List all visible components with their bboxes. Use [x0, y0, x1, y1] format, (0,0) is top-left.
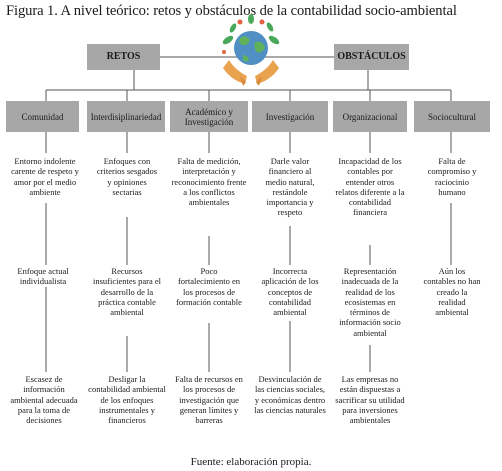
category-box-academico: Académico y Investigación: [170, 101, 248, 132]
list-item: Desligar la contabilidad ambiental de lo…: [88, 374, 166, 426]
obstaculos-box: OBSTÁCULOS: [334, 44, 409, 70]
list-item: Las empresas no están dispuestas a sacri…: [335, 374, 405, 426]
list-item: Aún los contables no han creado la reali…: [423, 266, 481, 318]
list-item: Enfoques con criterios sesgados y opinio…: [96, 156, 158, 197]
list-item: Recursos insuficientes para el desarroll…: [93, 266, 161, 318]
list-item: Enfoque actual individualista: [17, 266, 69, 287]
list-item: Falta de compromiso y raciocinio humano: [427, 156, 477, 197]
globe-hands-icon: [222, 14, 280, 86]
list-item: Representación inadecuada de la realidad…: [339, 266, 401, 338]
list-item: Darle valor financiero al medio natural,…: [265, 156, 315, 218]
retos-box: RETOS: [87, 44, 160, 70]
list-item: Incorrecta aplicación de los conceptos d…: [261, 266, 319, 318]
category-box-organizacional: Organizacional: [333, 101, 407, 132]
list-item: Falta de recursos en los procesos de inv…: [175, 374, 243, 426]
list-item: Desvinculación de las ciencias sociales,…: [254, 374, 326, 415]
category-box-investigacion: Investigación: [252, 101, 328, 132]
figure-title: Figura 1. A nivel teórico: retos y obstá…: [6, 3, 457, 19]
list-item: Incapacidad de los contables por entende…: [335, 156, 405, 218]
category-box-sociocultural: Sociocultural: [414, 101, 490, 132]
figure-source: Fuente: elaboración propia.: [190, 456, 312, 468]
list-item: Entorno indolente carente de respeto y a…: [11, 156, 79, 197]
list-item: Escasez de información ambiental adecuad…: [10, 374, 78, 426]
list-item: Poco fortalecimiento en los procesos de …: [176, 266, 242, 307]
category-box-interdisciplinariedad: Interdisiplinariedad: [87, 101, 165, 132]
list-item: Falta de medición, interpretación y reco…: [171, 156, 247, 208]
category-box-comunidad: Comunidad: [6, 101, 79, 132]
